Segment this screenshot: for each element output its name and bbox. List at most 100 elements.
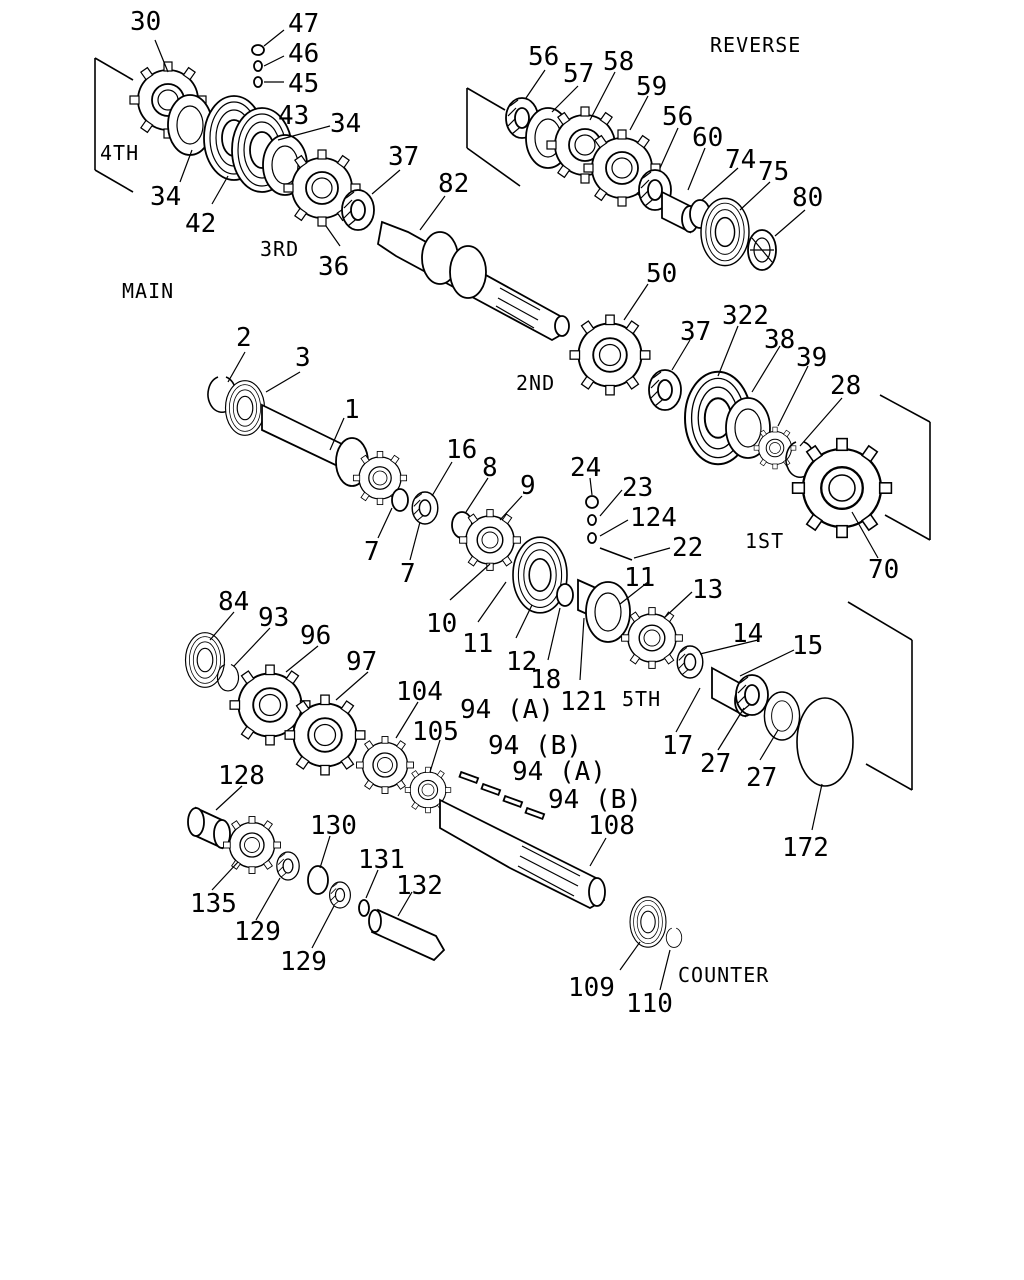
label-2nd: 2ND <box>516 371 555 395</box>
callout: 14 <box>732 619 763 649</box>
callout: 27 <box>746 763 777 793</box>
keys-94 <box>458 770 546 821</box>
callout: 104 <box>396 677 443 707</box>
callout: 172 <box>782 833 829 863</box>
callout: 27 <box>700 749 731 779</box>
callout: 94 (A) <box>512 757 606 787</box>
label-3rd: 3RD <box>260 237 299 261</box>
callout: 36 <box>318 252 349 282</box>
idler-gear-135 <box>222 815 282 875</box>
callout: 39 <box>796 343 827 373</box>
callout: 12 <box>506 647 537 677</box>
needle-bearing-37 <box>341 189 375 231</box>
callout: 13 <box>692 575 723 605</box>
callout: 24 <box>570 453 601 483</box>
snap-ring-93 <box>216 663 240 692</box>
callout: 94 (B) <box>548 785 642 815</box>
callout: 56 <box>662 102 693 132</box>
callout: 96 <box>300 621 331 651</box>
bearing-27-a <box>735 674 769 716</box>
callout: 17 <box>662 731 693 761</box>
callout: 7 <box>400 559 416 589</box>
callout: 11 <box>462 629 493 659</box>
bearing-3 <box>224 380 266 436</box>
callout: 47 <box>288 9 319 39</box>
callout: 58 <box>603 47 634 77</box>
callout: 74 <box>725 145 756 175</box>
2nd-gear-50 <box>569 314 651 396</box>
input-shaft-1 <box>261 403 409 512</box>
callout: 18 <box>530 665 561 695</box>
callout: 23 <box>622 473 653 503</box>
callout: 59 <box>636 72 667 102</box>
1st-gear-70 <box>791 437 893 539</box>
second-first-group <box>569 283 931 559</box>
label-5th: 5TH <box>622 687 661 711</box>
callout: 129 <box>234 917 281 947</box>
bearing-27-b <box>763 691 801 741</box>
bushing-128 <box>187 806 231 850</box>
callout: 57 <box>563 59 594 89</box>
needle-bearing-129-a <box>276 851 300 881</box>
callout: 1 <box>344 395 360 425</box>
callout: 37 <box>388 142 419 172</box>
callout: 28 <box>830 371 861 401</box>
bearing-109 <box>629 896 667 948</box>
snap-ring-110 <box>665 927 683 948</box>
main-shaft-group <box>94 29 570 342</box>
callout: 135 <box>190 889 237 919</box>
callout: 42 <box>185 209 216 239</box>
idler-shaft-132 <box>368 908 446 962</box>
nut-80 <box>747 229 777 271</box>
callout: 322 <box>722 301 769 331</box>
ring-18 <box>556 583 574 607</box>
spacer-130 <box>307 865 329 895</box>
callout: 45 <box>288 69 319 99</box>
callout: 94 (B) <box>488 731 582 761</box>
callout: 129 <box>280 947 327 977</box>
needle-bearing-16 <box>411 491 439 525</box>
callout: 108 <box>588 811 635 841</box>
callout: 84 <box>218 587 249 617</box>
callout: 3 <box>295 343 311 373</box>
detent-parts <box>585 495 633 561</box>
callout: 124 <box>630 503 677 533</box>
callout: 30 <box>130 7 161 37</box>
callout: 50 <box>646 259 677 289</box>
label-reverse: REVERSE <box>710 33 801 57</box>
callout: 7 <box>364 537 380 567</box>
needle-bearing-14 <box>676 645 704 679</box>
snap-ring-172 <box>796 697 854 787</box>
callout-numbers: 30 47 46 45 43 34 34 42 36 37 82 56 57 5… <box>130 7 899 1019</box>
bearing-84 <box>184 632 226 688</box>
label-4th: 4TH <box>100 141 139 165</box>
callout: 109 <box>568 973 615 1003</box>
callout: 75 <box>758 157 789 187</box>
callout: 43 <box>278 101 309 131</box>
counter-gear-97 <box>284 694 366 776</box>
callout: 8 <box>482 453 498 483</box>
callout: 128 <box>218 761 265 791</box>
reverse-group <box>466 69 806 271</box>
label-counter: COUNTER <box>678 963 769 987</box>
callout: 132 <box>396 871 443 901</box>
callout: 105 <box>412 717 459 747</box>
input-shaft-group <box>207 351 913 831</box>
callout: 70 <box>868 555 899 585</box>
callout: 110 <box>626 989 673 1019</box>
callout: 34 <box>330 109 361 139</box>
5th-gear-13 <box>620 606 684 670</box>
callout: 10 <box>426 609 457 639</box>
callout: 56 <box>528 42 559 72</box>
counter-gear-104 <box>355 735 415 795</box>
needle-bearing-129-b <box>329 881 351 909</box>
callout: 80 <box>792 183 823 213</box>
main-shaft-82 <box>377 220 570 342</box>
label-main: MAIN <box>122 279 174 303</box>
counter-shaft-108 <box>439 798 606 910</box>
callout: 11 <box>624 563 655 593</box>
counter-shaft-group <box>184 611 683 991</box>
callout: 15 <box>792 631 823 661</box>
callout: 94 (A) <box>460 695 554 725</box>
callout: 34 <box>150 182 181 212</box>
